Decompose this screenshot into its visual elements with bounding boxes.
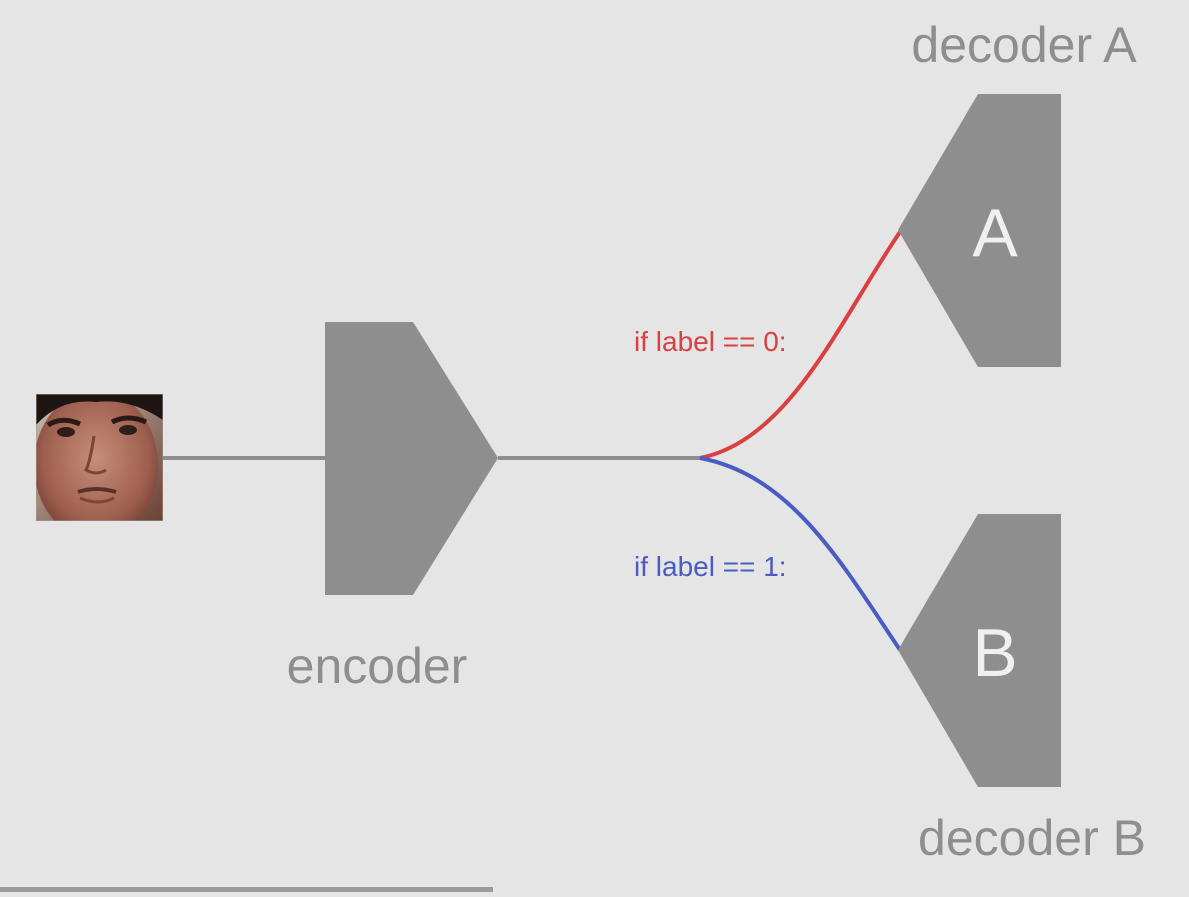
branch-b-curve [699,456,902,652]
input-face-image [36,394,163,521]
condition-a-label: if label == 0: [634,326,787,357]
encoder-block [325,322,498,595]
decoder-b-letter: B [972,615,1017,691]
decoder-a-letter: A [972,195,1018,271]
horizontal-scrollbar[interactable] [0,887,493,892]
decoder-a-block [898,94,1061,367]
encoder-label: encoder [287,638,468,694]
condition-b-label: if label == 1: [634,551,787,582]
decoder-a-title: decoder A [911,17,1137,73]
branch-a-curve [699,230,902,460]
decoder-b-title: decoder B [918,810,1146,866]
decoder-b-block [898,514,1061,787]
